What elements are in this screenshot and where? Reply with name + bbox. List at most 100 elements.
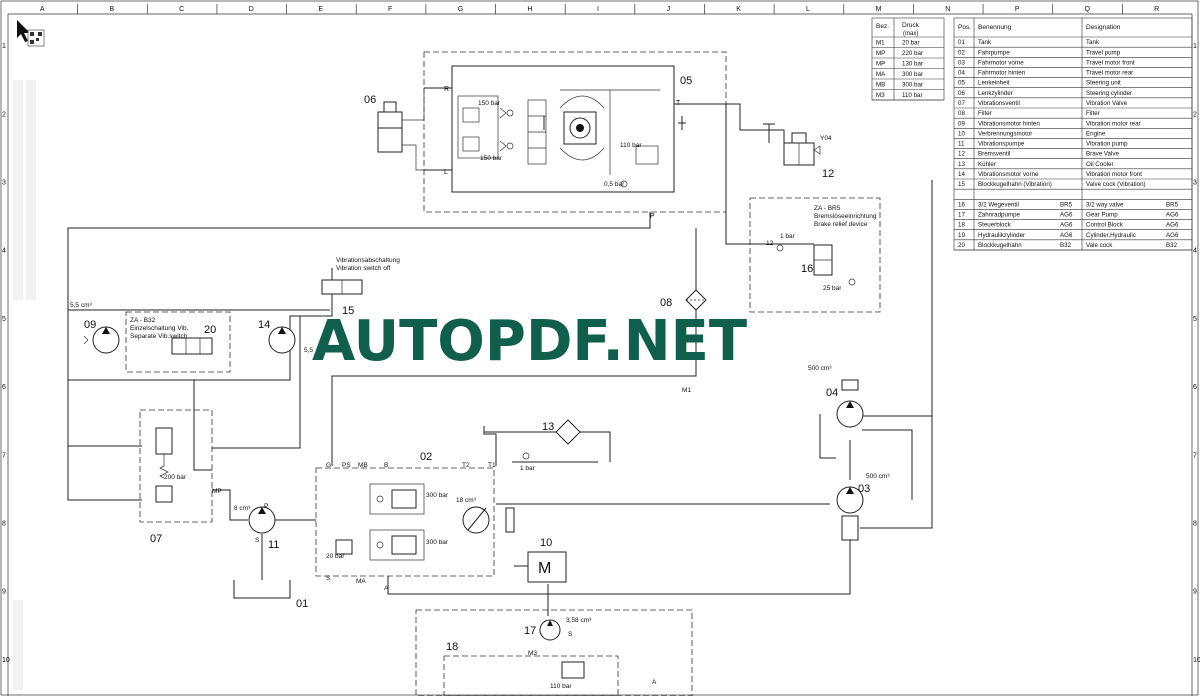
tank-01: 01 (233, 580, 308, 610)
grid-row-label-left: 2 (2, 111, 6, 118)
grid-row-label-left: 5 (2, 316, 6, 323)
label-separate-en: Separate Vib.switch (130, 333, 188, 340)
parts-row-code: BR5 (1166, 201, 1179, 208)
vibration-motor-front-14: 14 5,5 (258, 319, 313, 354)
vibration-switch-off-15: Vibrationsabschaltung Vibration switch o… (321, 257, 400, 317)
brake-valve-12: Y04 12 (763, 123, 834, 180)
parts-row-pos: 14 (958, 171, 965, 178)
component-14: 14 (258, 319, 270, 331)
parts-row-en: Valve cock (Vibration) (1086, 181, 1146, 188)
port-s-pump17: S (568, 631, 573, 638)
grid-col-label: P (1015, 6, 1020, 13)
label-1-bar-cooler: 1 bar (520, 465, 536, 472)
port-t2: T2 (462, 462, 470, 469)
parts-row-pos: 07 (958, 100, 965, 107)
parts-row-de-code: B32 (1060, 242, 1072, 249)
port-l: L (444, 169, 448, 176)
pressure-row-code: MP (876, 50, 885, 57)
parts-row-pos: 11 (958, 141, 965, 148)
component-05: 05 (680, 75, 692, 87)
control-block-18: 18 M3 110 bar A (443, 641, 657, 696)
travel-motor-front-03: 03 500 cm³ (836, 473, 890, 541)
component-04: 04 (826, 387, 838, 399)
grid-col-label: G (458, 6, 463, 13)
watermark-text: AUTOPDF.NET (312, 309, 747, 374)
steering-cylinder-06: 06 (364, 88, 425, 171)
mouse-cursor-icon (17, 20, 30, 42)
parts-row-en: Tank (1086, 39, 1100, 46)
port-b: B (384, 462, 388, 469)
parts-row-en: 3/2 way valve (1086, 201, 1124, 208)
grid-row-label-left: 9 (2, 589, 6, 596)
grid-row-label-left: 4 (2, 248, 6, 255)
label-05-bar: 0,5 bar (604, 181, 625, 188)
grid-col-label: A (40, 6, 45, 13)
parts-row-en: Vibration motor front (1086, 171, 1142, 178)
label-y04: Y04 (820, 135, 832, 142)
copyright-strip-2 (26, 80, 36, 300)
pressure-header-pressure: Druck (902, 22, 920, 29)
label-18cm3: 18 cm³ (456, 497, 477, 504)
component-13: 13 (542, 421, 554, 433)
grid-row-label-left: 7 (2, 452, 6, 459)
parts-row-de: Blockkugelhahn (978, 242, 1022, 249)
parts-row-pos: 09 (958, 120, 965, 127)
parts-row-de-code: AG6 (1060, 222, 1073, 229)
parts-row-pos: 19 (958, 232, 965, 239)
component-17: 17 (524, 625, 536, 637)
parts-row-de-code: AG6 (1060, 212, 1073, 219)
parts-row-en: Travel pump (1086, 49, 1121, 56)
parts-row-en: Steering unit (1086, 80, 1121, 87)
parts-row-de: Zahnradpumpe (978, 212, 1021, 219)
pressure-row-code: MP (876, 61, 885, 68)
component-10: 10 (540, 537, 552, 549)
component-16: 16 (801, 263, 813, 275)
grid-col-label: C (179, 6, 184, 13)
component-08: 08 (660, 297, 672, 309)
parts-row-pos: 10 (958, 130, 965, 137)
hydraulic-lines (67, 103, 933, 616)
parts-row-pos: 05 (958, 80, 965, 87)
grid-col-label: E (318, 6, 323, 13)
label-150-bar-top: 150 bar (478, 100, 501, 107)
grid-col-label: H (527, 6, 532, 13)
component-15: 15 (342, 305, 354, 317)
parts-row-pos: 20 (958, 242, 965, 249)
parts-row-pos: 01 (958, 39, 965, 46)
label-brake-relief-en: Brake relief device (814, 221, 868, 228)
parts-row-en: Travel motor rear (1086, 70, 1133, 77)
parts-row-de: Lenkzylinder (978, 90, 1013, 97)
parts-row-pos: 17 (958, 212, 965, 219)
parts-row-pos: 08 (958, 110, 965, 117)
parts-row-en: Vibration motor rear (1086, 120, 1141, 127)
port-p: P (650, 213, 655, 220)
component-12: 12 (822, 168, 834, 180)
parts-row-de: Steuerblock (978, 222, 1012, 229)
component-03: 03 (858, 483, 870, 495)
parts-row-de: Vibrationspumpe (978, 141, 1025, 148)
port-p-pump11: P (264, 503, 268, 510)
component-11: 11 (268, 539, 279, 551)
grid-col-label: F (388, 6, 392, 13)
label-m1: M1 (682, 387, 691, 394)
parts-row-de: Blockkugelhahn (Vibration) (978, 181, 1052, 188)
grid-row-label-left: 6 (2, 384, 6, 391)
parts-row-en: Vale cock (1086, 242, 1113, 249)
parts-row-de: Vibrationsventil (978, 100, 1020, 107)
parts-row-pos: 16 (958, 201, 965, 208)
label-110-bar-block: 110 bar (550, 683, 572, 690)
component-06: 06 (364, 94, 376, 106)
pressure-row-value: 300 bar (902, 71, 923, 78)
pressure-row-code: M1 (876, 40, 885, 47)
parts-row-de: Bremsventil (978, 151, 1010, 158)
label-brake-relief-de: Bremslöseeinrichtung (814, 213, 877, 220)
parts-row-de: Fahrmotor vorne (978, 59, 1024, 66)
qr-mark-icon (27, 29, 45, 47)
parts-row-de: Vibrationsmotor hinten (978, 120, 1040, 127)
component-02: 02 (420, 451, 432, 463)
filter-08: 08 M1 (660, 289, 707, 394)
